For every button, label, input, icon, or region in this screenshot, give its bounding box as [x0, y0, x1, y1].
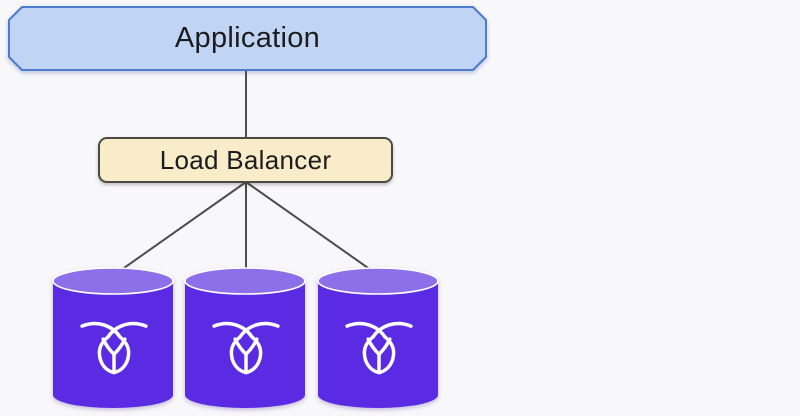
- cockroachdb-bug-icon: [345, 321, 413, 375]
- application-box-shape: [8, 6, 487, 71]
- database-cylinder-shape: [184, 267, 306, 408]
- node-load-balancer: Load Balancer: [98, 137, 393, 183]
- application-label: Application: [174, 22, 321, 54]
- database-cylinder-shape: [52, 267, 174, 408]
- node-database-1: [52, 267, 174, 409]
- node-database-2: [184, 267, 306, 409]
- edge-lb-to-db1: [113, 181, 247, 276]
- edge-lb-to-db3: [245, 181, 379, 276]
- load-balancer-label: Load Balancer: [159, 144, 332, 175]
- node-database-3: [317, 267, 439, 409]
- node-application: Application: [8, 6, 487, 71]
- cockroachdb-bug-icon: [80, 321, 148, 375]
- cockroachdb-bug-icon: [212, 321, 280, 375]
- database-cylinder-shape: [317, 267, 439, 408]
